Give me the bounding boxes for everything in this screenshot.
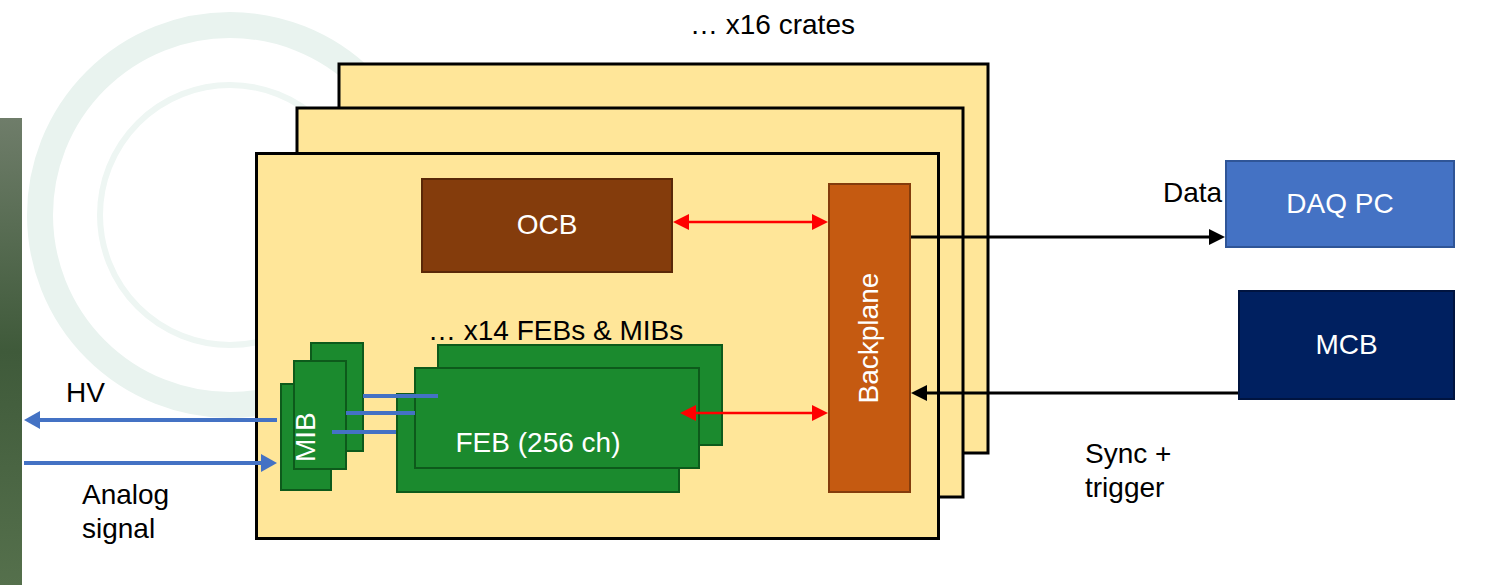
mib-feb-link (346, 411, 415, 415)
node-label: DAQ PC (1286, 188, 1393, 220)
hv-arrowhead (24, 411, 40, 429)
group-label: … x14 FEBs & MIBs (428, 315, 683, 347)
arrowhead (812, 405, 828, 421)
detector-photo (0, 118, 22, 585)
node-label: MCB (1315, 329, 1377, 361)
crate: … x14 FEBs & MIBs OCB BackplaneMIB FEB (256… (255, 152, 940, 540)
daq-pc: DAQ PC (1225, 160, 1455, 248)
connector (911, 385, 1238, 401)
backplane: Backplane (828, 183, 911, 493)
connector-line (687, 221, 814, 224)
crate-count: … x16 crates (690, 8, 950, 42)
node-label: OCB (517, 209, 578, 241)
hv-arrow (38, 418, 277, 422)
arrowhead (911, 385, 927, 401)
node-label: FEB (256 ch) (456, 427, 621, 459)
mib-board-middle (294, 361, 346, 469)
ocb-board: OCB (421, 178, 673, 273)
connector-line (694, 412, 814, 415)
feb-board: FEB (256 ch) (396, 393, 680, 493)
arrowhead (812, 214, 828, 230)
mib-feb-link (363, 394, 438, 398)
arrowhead (673, 214, 689, 230)
feb-board-middle (415, 368, 699, 468)
mib-board: MIB (280, 383, 332, 491)
connector (680, 405, 828, 421)
node-label: Backplane (853, 273, 885, 404)
node-label: MIB (290, 412, 322, 462)
mcb-board: MCB (1238, 290, 1455, 400)
hv-label: HV (66, 376, 126, 410)
connector (332, 432, 396, 433)
signal-label: Analog signal (82, 478, 212, 545)
connector (673, 214, 828, 230)
signal-arrowhead (261, 454, 277, 472)
edge-label: Sync + trigger (1085, 437, 1210, 504)
arrowhead (680, 405, 696, 421)
connector-line (332, 430, 396, 434)
feb-board-back (438, 345, 722, 445)
connector (911, 229, 1225, 245)
arrowhead (1209, 229, 1225, 245)
signal-arrow (24, 461, 262, 465)
edge-label: Data (1163, 176, 1243, 210)
mib-board-back (311, 343, 363, 451)
connector-line (911, 236, 1211, 239)
connector-line (925, 392, 1238, 395)
